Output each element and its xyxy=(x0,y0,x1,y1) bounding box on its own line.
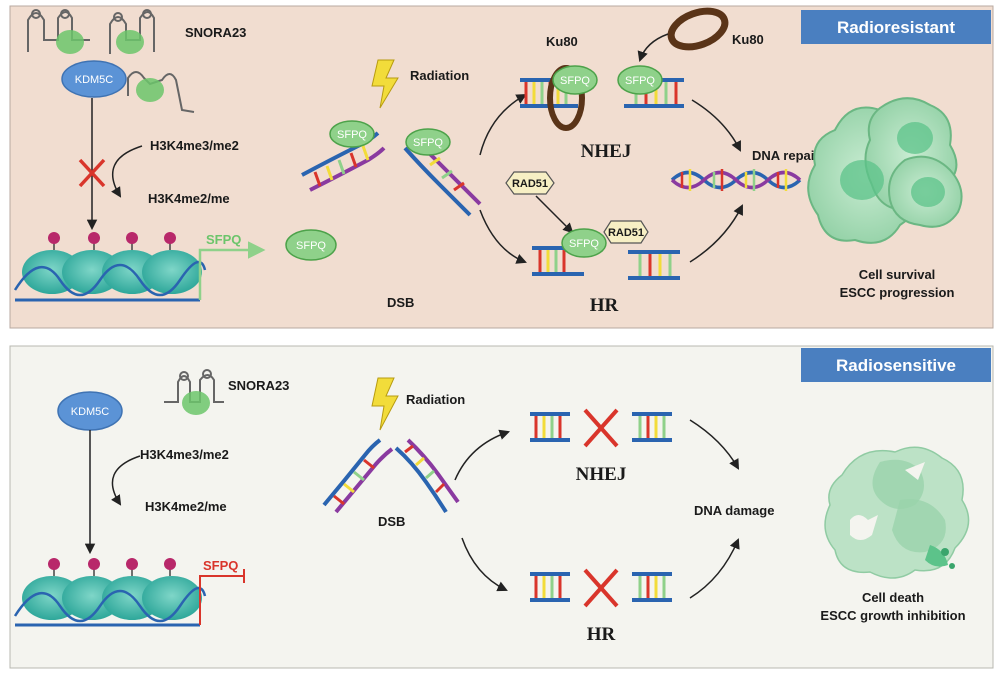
to-nhej-arrow xyxy=(479,93,527,156)
radiation-label: Radiation xyxy=(410,68,469,83)
sfpq-promoter-arrow xyxy=(198,241,266,300)
dsb-dna-strand-right xyxy=(394,438,460,514)
sfpq-protein xyxy=(285,229,337,261)
demethylation-arrow xyxy=(111,455,141,506)
hr-to-damage-arrow xyxy=(689,538,740,599)
hr-dna-end-left xyxy=(532,246,584,276)
to-hr-arrow xyxy=(479,209,527,264)
sfpq-protein-label: SFPQ xyxy=(296,240,326,252)
repaired-dna-helix-icon xyxy=(670,169,802,191)
kdm5c-label: KDM5C xyxy=(75,74,114,86)
snora23-rna-icon xyxy=(27,9,195,113)
snora23-label: SNORA23 xyxy=(185,25,246,40)
sfpq-protein-label: SFPQ xyxy=(337,129,367,141)
hr-blocked-cross-icon xyxy=(583,568,619,608)
ku80-ring-icon xyxy=(667,7,729,51)
radiation-bolt-icon xyxy=(371,59,399,109)
h3k4-to-label: H3K4me2/me xyxy=(148,191,230,206)
ku80-recruit-arrow xyxy=(637,33,669,62)
kdm5c-protein xyxy=(61,60,127,98)
sfpq-protein-label: SFPQ xyxy=(560,75,590,87)
snora23-protein-icon xyxy=(116,30,144,54)
sfpq-protein xyxy=(617,65,663,95)
dsb-label: DSB xyxy=(378,514,405,529)
bottom-panel: Radiosensitive SNORA23 KDM5C H3K4me3/me2… xyxy=(9,345,994,669)
snora23-protein-icon xyxy=(56,30,84,54)
sfpq-protein xyxy=(552,65,598,95)
bottom-title-box xyxy=(801,348,991,382)
to-nhej-arrow xyxy=(454,429,510,481)
dna-repair-label: DNA repair xyxy=(752,148,819,163)
inhibition-cross-icon xyxy=(78,158,106,188)
to-hr-arrow xyxy=(461,537,508,592)
h3k4-from-label: H3K4me3/me2 xyxy=(150,138,239,153)
surviving-cells-icon xyxy=(807,97,963,244)
nhej-label: NHEJ xyxy=(576,464,627,485)
hr-label: HR xyxy=(587,624,616,645)
rad51-protein xyxy=(603,220,649,244)
cell-death-label: Cell death xyxy=(862,590,924,605)
snora23-protein-icon xyxy=(182,391,210,415)
dsb-label: DSB xyxy=(387,295,414,310)
snora23-protein-icon xyxy=(136,78,164,102)
sfpq-protein-label: SFPQ xyxy=(625,75,655,87)
h3k4-from-label: H3K4me3/me2 xyxy=(140,447,229,462)
top-panel-title: Radioresistant xyxy=(837,18,955,37)
rad51-recruit-arrow xyxy=(535,195,574,234)
radiation-bolt-icon xyxy=(371,377,399,431)
sfpq-protein-label: SFPQ xyxy=(413,137,443,149)
sfpq-protein xyxy=(561,228,607,258)
kdm5c-label: KDM5C xyxy=(71,406,110,418)
top-title-box xyxy=(801,10,991,44)
nhej-blocked-cross-icon xyxy=(583,408,619,448)
dying-cells-icon xyxy=(824,446,970,579)
hr-label: HR xyxy=(590,295,619,316)
radiation-label: Radiation xyxy=(406,392,465,407)
snora23-label: SNORA23 xyxy=(228,378,289,393)
cell-survival-label: Cell survival xyxy=(859,267,936,282)
sfpq-protein xyxy=(405,128,451,156)
demethylation-arrow xyxy=(111,145,143,198)
dna-damage-label: DNA damage xyxy=(694,503,774,518)
nhej-dna-end-left xyxy=(530,412,570,442)
chromatin-nucleosomes xyxy=(13,232,207,302)
dsb-dna-strand-left xyxy=(322,438,394,514)
nhej-to-repair-arrow xyxy=(691,99,741,152)
nhej-to-damage-arrow xyxy=(689,419,740,470)
rad51-label-right: RAD51 xyxy=(608,227,644,239)
ku80-label-left: Ku80 xyxy=(546,34,578,49)
rad51-protein xyxy=(505,171,555,195)
bottom-panel-title: Radiosensitive xyxy=(836,356,956,375)
hr-dna-end-right xyxy=(632,572,672,602)
h3k4-to-label: H3K4me2/me xyxy=(145,499,227,514)
sfpq-gene-label: SFPQ xyxy=(203,558,238,573)
escc-progression-label: ESCC progression xyxy=(840,285,955,300)
top-panel: Radioresistant SNORA23 KDM5C H3K4me3/me2… xyxy=(9,5,994,329)
sfpq-promoter-blocked-icon xyxy=(199,569,245,625)
hr-dna-end-left xyxy=(530,572,570,602)
ku80-label-right: Ku80 xyxy=(732,32,764,47)
hr-dna-end-right xyxy=(628,250,680,280)
sfpq-protein-label: SFPQ xyxy=(569,238,599,250)
nhej-label: NHEJ xyxy=(581,141,632,162)
rad51-label-left: RAD51 xyxy=(512,178,548,190)
sfpq-gene-label: SFPQ xyxy=(206,232,241,247)
hr-to-repair-arrow xyxy=(689,204,743,263)
chromatin-nucleosomes xyxy=(13,558,207,627)
nhej-dna-end-right xyxy=(632,412,672,442)
sfpq-protein xyxy=(329,120,375,148)
escc-growth-inhibition-label: ESCC growth inhibition xyxy=(820,608,965,623)
